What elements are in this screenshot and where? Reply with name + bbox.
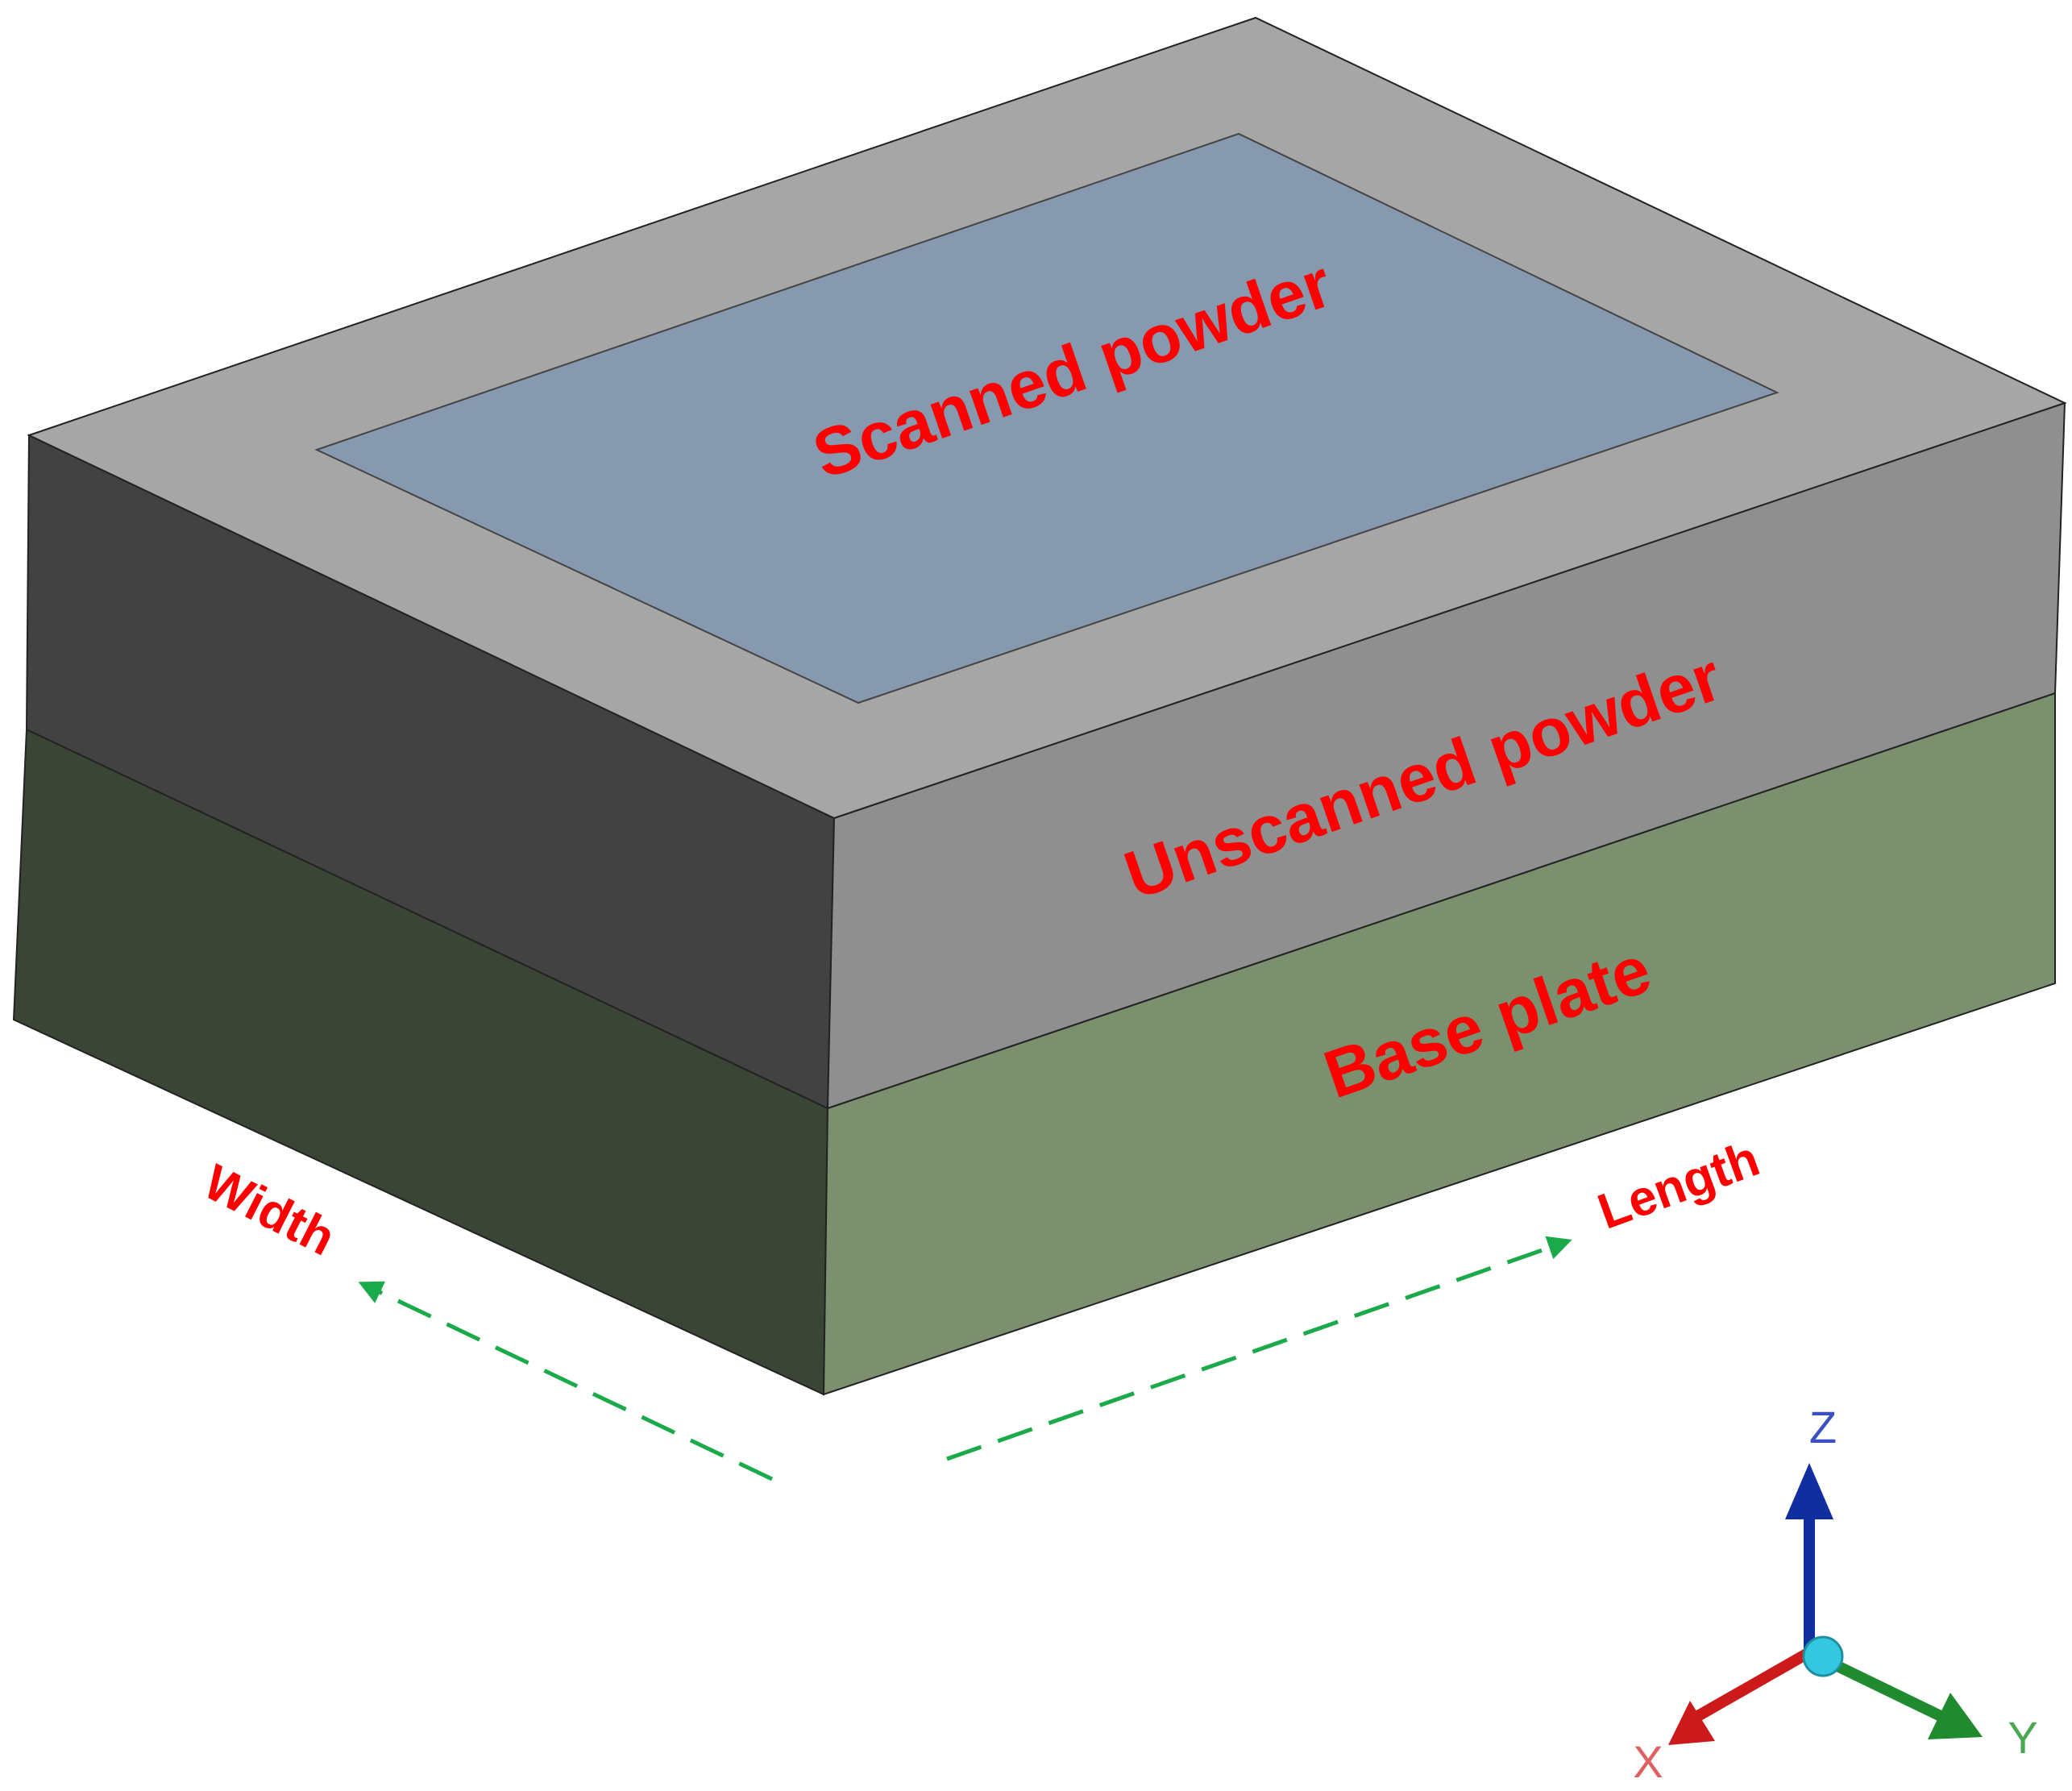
width-label: Width (195, 1154, 343, 1266)
triad-origin (1802, 1635, 1844, 1677)
width-dimension-arrow (358, 1281, 774, 1481)
x-axis-label: X (1633, 1736, 1663, 1787)
scanned-powder-region (314, 132, 1779, 704)
x-axis-line (1693, 1647, 1812, 1722)
y-axis-label: Y (2008, 1712, 2037, 1763)
z-axis-label: Z (1809, 1402, 1837, 1452)
y-axis-arrowhead (1928, 1693, 1983, 1739)
x-axis-arrowhead (1668, 1701, 1715, 1745)
z-axis-arrowhead (1785, 1463, 1833, 1519)
length-label: Length (1591, 1131, 1767, 1240)
coordinate-triad: Z X Y (1633, 1402, 2037, 1787)
length-dimension-arrow (946, 1236, 1572, 1461)
